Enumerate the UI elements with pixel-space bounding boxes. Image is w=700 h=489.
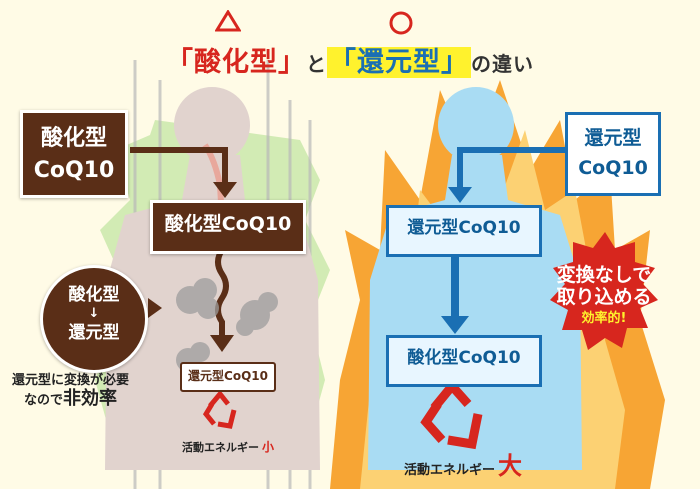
triangle-mark-icon [215,10,241,32]
left-convert-pointer [148,298,162,318]
left-source-arrowhead [213,182,237,198]
left-note-line2a: なので [24,393,64,408]
right-mid-box: 還元型CoQ10 [386,205,542,257]
right-energy-size: 大 [498,452,522,480]
left-convert-line2: 還元型 [68,323,120,343]
left-source-line2: CoQ10 [33,158,115,183]
right-energy-text: 活動エネルギー [403,463,495,478]
right-source-line2: CoQ10 [578,157,648,179]
right-source-box: 還元型 CoQ10 [565,112,661,196]
left-convert-circle: 酸化型 ↓ 還元型 [40,265,148,373]
title-oxidized: 「酸化型」 [166,47,306,78]
left-wavy-arrowhead [210,335,234,352]
left-energy-label: 活動エネルギー小 [168,438,288,455]
right-source-arrowhead [448,187,472,203]
circle-mark-icon [389,11,413,35]
title-difference: の違い [471,52,534,76]
right-badge-line1: 変換なしで [556,264,652,286]
left-recycle-icon [202,390,237,429]
left-source-arrow [130,147,228,185]
right-bottom-box-label: 酸化型CoQ10 [407,348,521,368]
left-mid-box-label: 酸化型CoQ10 [164,213,292,235]
left-energy-size: 小 [261,440,274,454]
title-and: と [306,52,327,76]
right-badge-text: 変換なしで 取り込める 効率的! [546,264,662,330]
right-bottom-box: 酸化型CoQ10 [386,335,542,387]
left-mid-box: 酸化型CoQ10 [150,200,306,254]
right-source-line1: 還元型 [584,127,642,149]
right-down-arrowhead [441,316,469,334]
right-badge-line2: 取り込める [556,286,652,308]
title-reduced: 「還元型」 [327,47,471,78]
right-mid-box-label: 還元型CoQ10 [407,218,521,238]
left-wavy-arrow [215,248,229,338]
right-badge-burst [550,232,658,350]
left-energy-text: 活動エネルギー [181,441,259,454]
left-convert-line1: 酸化型 [68,285,120,305]
left-note-inefficient: 非効率 [63,388,118,409]
right-energy-label: 活動エネルギー大 [388,446,538,481]
left-convert-arrow: ↓ [88,306,100,321]
right-badge-line3: 効率的! [581,311,627,326]
left-bottom-box-label: 還元型CoQ10 [188,369,268,383]
left-note: 還元型に変換が必要 なので非効率 [12,372,162,410]
left-bottom-box: 還元型CoQ10 [180,362,276,392]
page-title: 「酸化型」と「還元型」の違い [0,40,700,79]
left-gas-clouds [176,278,278,372]
left-note-line2: なので非効率 [12,390,162,410]
right-source-arrow [457,147,565,190]
left-source-box: 酸化型 CoQ10 [20,110,128,198]
left-note-line1: 還元型に変換が必要 [12,373,130,388]
left-source-line1: 酸化型 [40,126,107,151]
